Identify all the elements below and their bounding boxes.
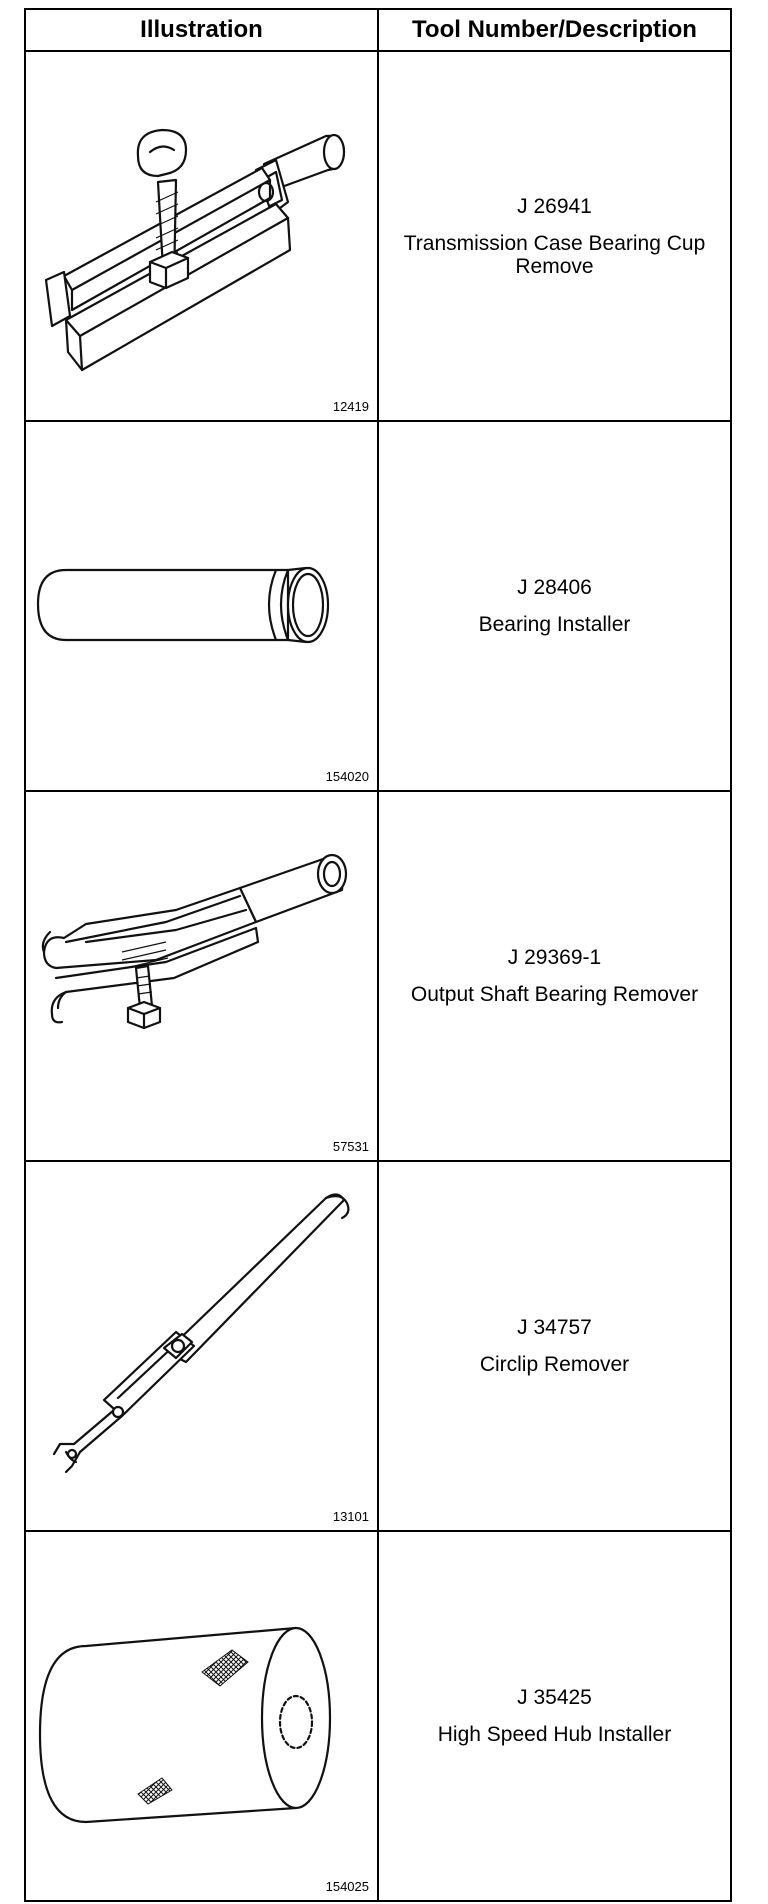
tool-number: J 29369-1 <box>507 946 602 969</box>
hub-installer-icon <box>38 1626 332 1824</box>
description-cell: J 35425 High Speed Hub Installer <box>377 1530 732 1902</box>
description-cell: J 29369-1 Output Shaft Bearing Remover <box>377 790 732 1162</box>
illustration-column-header: Illustration <box>24 8 379 52</box>
illustration-cell: 13101 <box>24 1160 379 1532</box>
illustration-cell: 57531 <box>24 790 379 1162</box>
illustration-cell: 12419 <box>24 50 379 422</box>
description-cell: J 34757 Circlip Remover <box>377 1160 732 1532</box>
tool-description: Transmission Case Bearing Cup Remove <box>403 231 706 278</box>
output-shaft-bearing-remover-icon <box>41 853 348 1030</box>
tool-number: J 35425 <box>517 1686 592 1709</box>
table-row: 13101 J 34757 Circlip Remover <box>24 1160 732 1532</box>
description-cell: J 26941 Transmission Case Bearing Cup Re… <box>377 50 732 422</box>
figure-number: 154025 <box>325 1879 369 1894</box>
special-tools-table: Illustration Tool Number/Description <box>24 8 732 1902</box>
tool-description: High Speed Hub Installer <box>437 1723 672 1746</box>
tool-number: J 34757 <box>517 1316 592 1339</box>
table-row: 57531 J 29369-1 Output Shaft Bearing Rem… <box>24 790 732 1162</box>
tool-description: Circlip Remover <box>479 1353 630 1376</box>
figure-number: 154020 <box>325 769 369 784</box>
illustration-cell: 154020 <box>24 420 379 792</box>
figure-number: 13101 <box>332 1509 369 1524</box>
tool-description: Bearing Installer <box>478 613 631 636</box>
description-cell: J 28406 Bearing Installer <box>377 420 732 792</box>
illustration-cell: 154025 <box>24 1530 379 1902</box>
bearing-installer-icon <box>36 566 330 644</box>
circlip-remover-icon <box>52 1193 350 1474</box>
table-header-row: Illustration Tool Number/Description <box>24 8 732 52</box>
table-row: 154020 J 28406 Bearing Installer <box>24 420 732 792</box>
bearing-cup-remover-icon <box>44 128 346 372</box>
figure-number: 57531 <box>332 1139 369 1154</box>
table-row: 154025 J 35425 High Speed Hub Installer <box>24 1530 732 1902</box>
figure-number: 12419 <box>332 399 369 414</box>
table-row: 12419 J 26941 Transmission Case Bearing … <box>24 50 732 422</box>
description-column-header: Tool Number/Description <box>377 8 732 52</box>
tool-number: J 26941 <box>517 194 592 218</box>
tool-description: Output Shaft Bearing Remover <box>410 983 699 1006</box>
tool-number: J 28406 <box>517 576 592 599</box>
